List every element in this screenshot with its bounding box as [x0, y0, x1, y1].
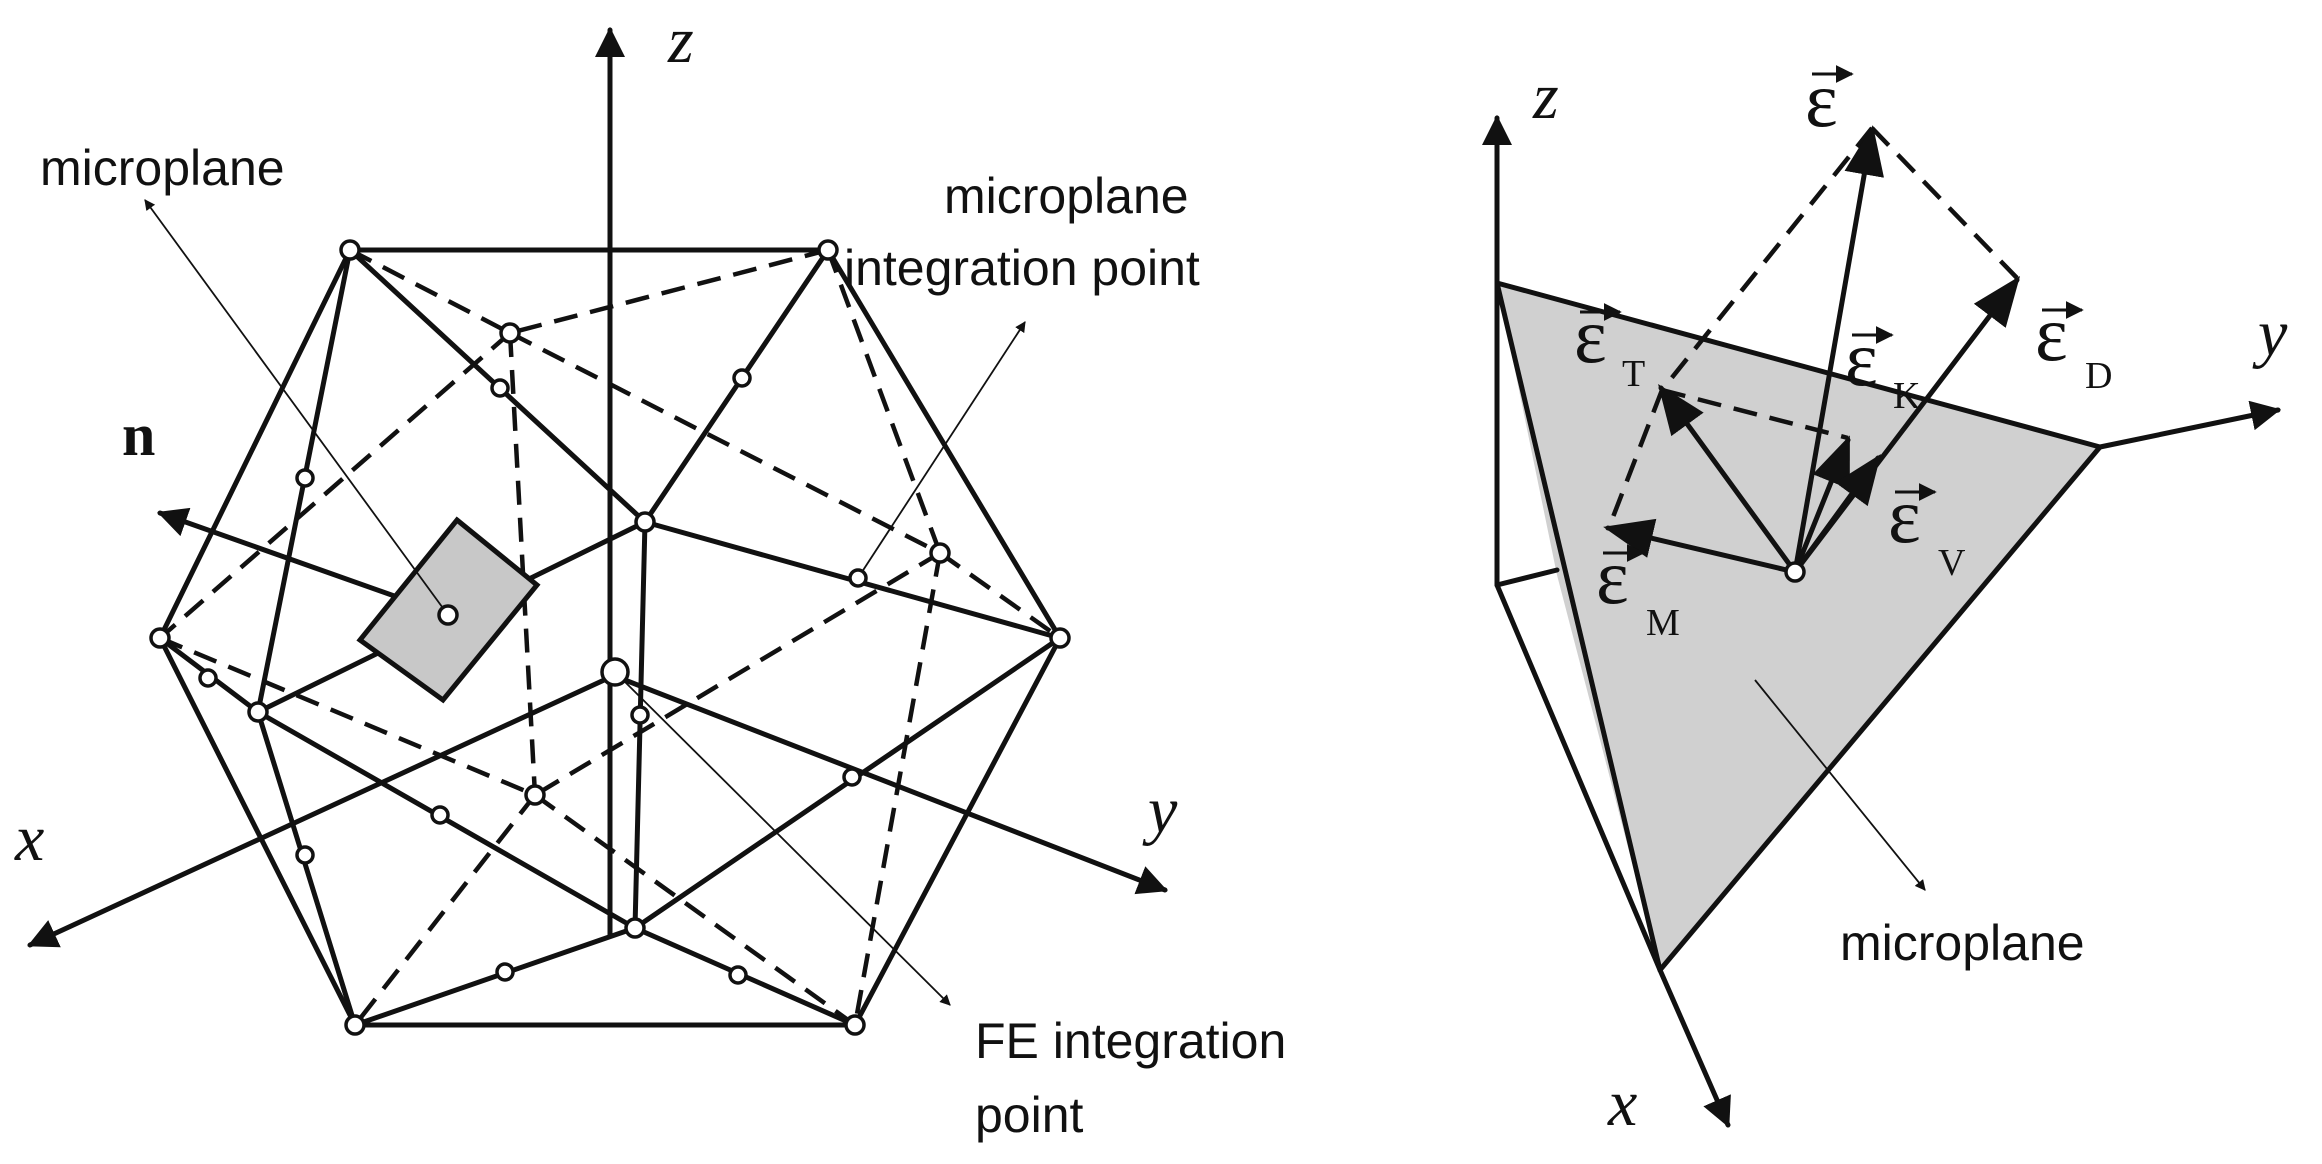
- eps-K-label: ε K: [1845, 315, 1921, 417]
- svg-text:ε: ε: [1888, 472, 1921, 559]
- right-x-label: x: [1607, 1067, 1637, 1140]
- fe-label-line2: point: [975, 1087, 1084, 1143]
- x-axis: [27, 672, 618, 948]
- eps-vector: [1792, 125, 1884, 575]
- eps-T-label: ε T: [1574, 292, 1645, 395]
- eps-M-label: ε M: [1596, 533, 1680, 644]
- svg-text:ε: ε: [1805, 56, 1838, 143]
- right-x-axis: [1657, 967, 1731, 1128]
- svg-text:M: M: [1646, 602, 1680, 644]
- svg-text:ε: ε: [2035, 290, 2068, 377]
- left-z-label: z: [667, 4, 694, 77]
- mip-label-line1: microplane: [944, 168, 1189, 224]
- eps-M-vector: [1603, 518, 1798, 575]
- right-integration-point: [1784, 561, 1806, 583]
- eps-T-vector: [1658, 383, 1798, 575]
- right-y-label: y: [2252, 297, 2288, 370]
- right-microplane-leader: [1754, 679, 1926, 891]
- svg-text:D: D: [2085, 355, 2112, 397]
- svg-text:V: V: [1938, 542, 1966, 584]
- normal-label: n: [122, 402, 155, 468]
- right-microplane-label: microplane: [1840, 915, 2085, 971]
- right-y-axis: [2097, 400, 2281, 450]
- left-x-label: x: [14, 802, 44, 875]
- svg-text:T: T: [1622, 353, 1645, 395]
- svg-text:ε: ε: [1574, 292, 1607, 379]
- svg-text:ε: ε: [1845, 315, 1878, 402]
- eps-D-label: ε D: [2035, 290, 2112, 397]
- mip-label-line2: integration point: [844, 240, 1200, 296]
- icosahedron-panel: z y x n microplane microplane integratio…: [14, 4, 1286, 1143]
- eps-label: ε: [1805, 56, 1854, 143]
- fe-label-line1: FE integration: [975, 1013, 1286, 1069]
- microplane-leader: [144, 199, 449, 616]
- eps-V-vector: [1792, 453, 1881, 575]
- eps-V-label: ε V: [1888, 472, 1966, 584]
- strain-panel: z y x ε ε T ε K ε D ε V ε: [1482, 56, 2288, 1140]
- right-microplane-fill: [1497, 283, 2100, 970]
- microplane-integration-point: [437, 604, 459, 626]
- fe-integration-point: [600, 657, 630, 687]
- right-z-label: z: [1532, 60, 1559, 133]
- hidden-edges: [158, 247, 1062, 1027]
- left-y-label: y: [1142, 774, 1178, 847]
- mip-leader: [857, 321, 1026, 579]
- microplane-label: microplane: [40, 140, 285, 196]
- fe-leader: [614, 671, 951, 1006]
- y-axis: [609, 672, 1168, 895]
- svg-text:K: K: [1893, 375, 1921, 417]
- nodes: [149, 239, 1071, 1036]
- svg-text:ε: ε: [1596, 533, 1629, 620]
